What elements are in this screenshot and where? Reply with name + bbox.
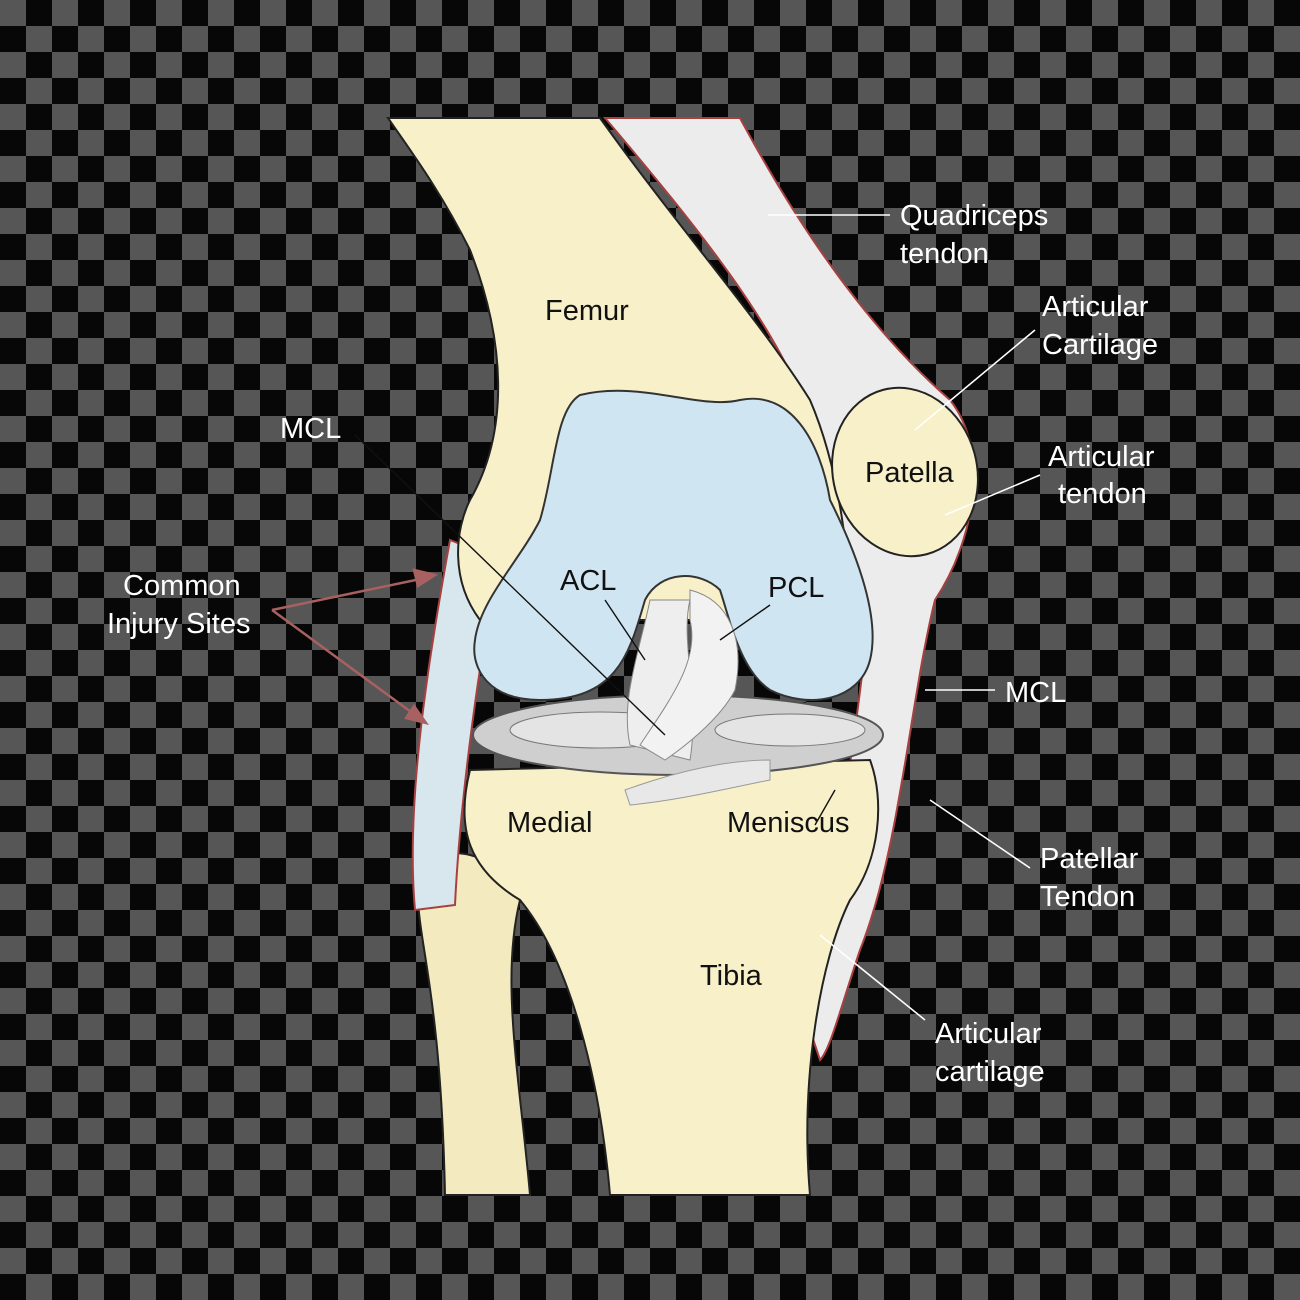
label-femur: Femur <box>545 295 629 327</box>
label-mcl-right: MCL <box>1005 677 1066 709</box>
label-patellar-tendon-2: Tendon <box>1040 881 1135 913</box>
tibia-bone <box>463 758 880 1196</box>
femoral-articular-cartilage <box>473 389 874 702</box>
label-acl: ACL <box>560 565 616 597</box>
label-quadriceps-1: Quadriceps <box>900 200 1048 232</box>
label-quadriceps-2: tendon <box>900 238 989 270</box>
label-articular-tendon-2: tendon <box>1058 478 1147 510</box>
patella-bone <box>831 386 979 558</box>
label-articular-cartilage-bottom-1: Articular <box>935 1018 1042 1050</box>
label-common-injury-1: Common <box>123 570 241 602</box>
transverse-ligament <box>624 759 771 806</box>
label-articular-tendon-1: Articular <box>1048 441 1155 473</box>
meniscus-lateral-ring <box>714 713 866 747</box>
label-pcl: PCL <box>768 572 824 604</box>
label-medial: Medial <box>507 807 592 839</box>
label-meniscus: Meniscus <box>727 807 850 839</box>
pcl-ligament <box>639 589 739 761</box>
label-articular-cartilage-top-1: Articular <box>1042 291 1149 323</box>
label-articular-cartilage-bottom-2: cartilage <box>935 1056 1045 1088</box>
leader-lines <box>354 214 1041 1021</box>
label-articular-cartilage-top-2: Cartilage <box>1042 329 1158 361</box>
label-tibia: Tibia <box>700 960 763 992</box>
label-mcl-left: MCL <box>280 413 341 445</box>
label-patella: Patella <box>865 457 955 489</box>
label-common-injury-2: Injury Sites <box>107 608 250 640</box>
label-patellar-tendon-1: Patellar <box>1040 843 1139 875</box>
injury-arrows <box>271 568 439 726</box>
